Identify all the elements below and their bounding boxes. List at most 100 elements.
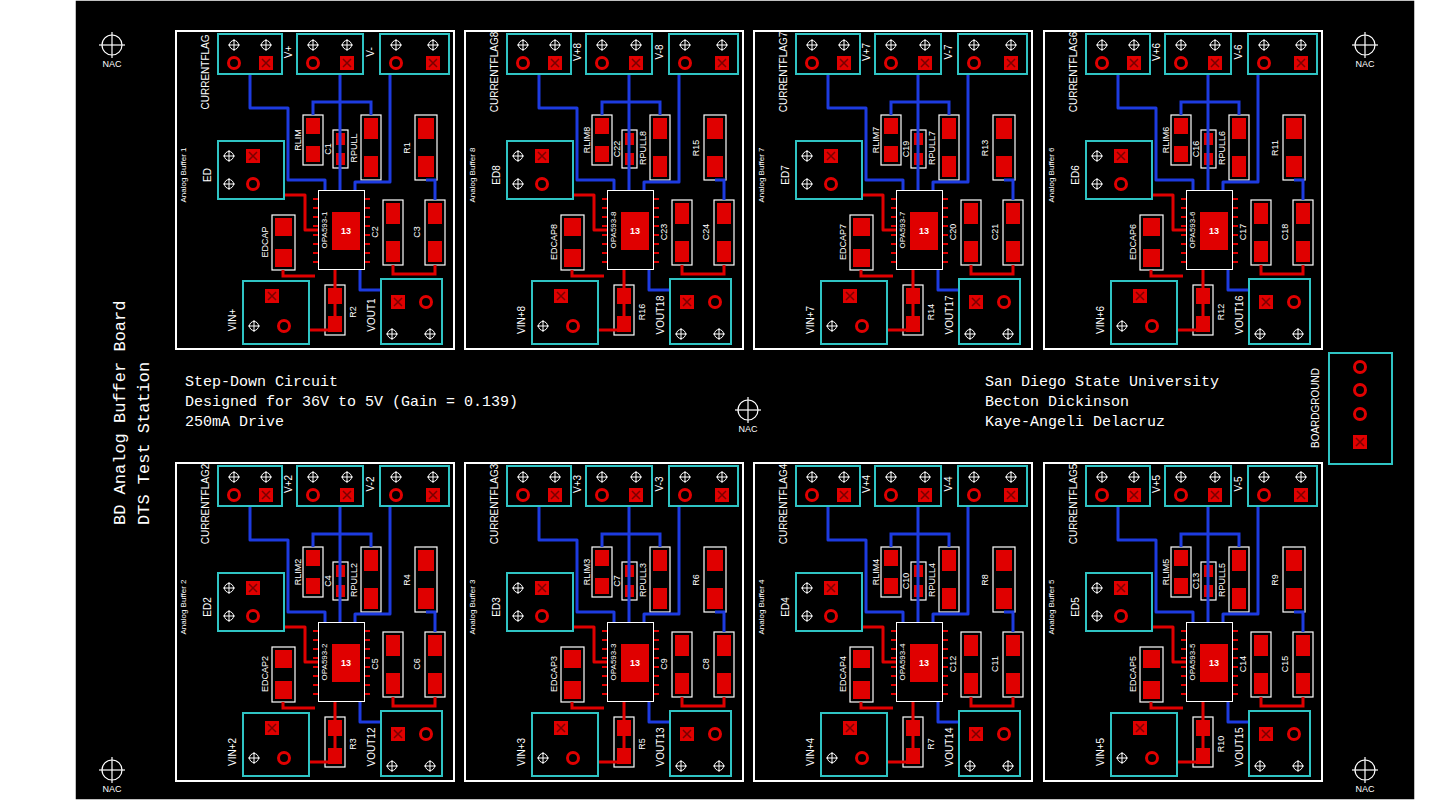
copper-trace [574, 627, 607, 662]
smd-pad [306, 550, 320, 566]
ic-pin [602, 252, 607, 254]
pad-cross [974, 39, 975, 51]
mount-pad [1002, 328, 1014, 340]
mount-pad [228, 471, 240, 483]
smd-pad [964, 635, 978, 656]
silkscreen-outline [361, 547, 381, 612]
round-pad [826, 611, 837, 622]
square-pad-body [680, 727, 694, 741]
copper-trace [360, 270, 380, 290]
square-pad [843, 721, 857, 735]
smd-pad [428, 635, 442, 656]
round-pad [279, 321, 290, 332]
mount-pad [1128, 39, 1140, 51]
ic-pin [313, 693, 318, 695]
square-pad [969, 295, 983, 309]
mount-pad [1258, 471, 1270, 483]
pad-cross [1122, 320, 1123, 332]
thermal-pad [1200, 644, 1228, 682]
smd-pad [364, 156, 378, 177]
pad-cross [347, 471, 348, 483]
smd-pad [964, 673, 978, 694]
square-pad-body [265, 721, 279, 735]
smd-pad [1174, 578, 1188, 594]
square-pad [391, 727, 405, 741]
ic-pin [365, 207, 370, 209]
silkscreen-outline [1140, 647, 1163, 702]
part-label: R2 [349, 306, 358, 318]
smd-pad [364, 550, 378, 571]
opamp-chip: OPA593-513 [1186, 622, 1233, 702]
square-pad-mark [840, 59, 848, 67]
part-label: C5 [371, 658, 380, 670]
smd-pad [1143, 650, 1160, 668]
smd-pad [1143, 249, 1160, 267]
terminal-connector: VIN+7 [820, 280, 888, 345]
square-pad-body [535, 149, 549, 163]
ic-pin [891, 198, 896, 200]
silkscreen-outline [561, 215, 584, 270]
square-pad-body [629, 56, 643, 70]
pad-cross [891, 471, 892, 483]
part-label: R14 [927, 304, 936, 321]
mount-pad [424, 760, 436, 772]
square-pad [629, 56, 643, 70]
resistor-symbol [650, 547, 670, 612]
mount-pad [1128, 471, 1140, 483]
buffer-section: Analog Buffer 8CURRENTFLAG8V+8V-8ED8OPA5… [464, 30, 744, 350]
square-pad-mark [846, 292, 854, 300]
square-pad-body [1133, 721, 1147, 735]
part-label: C9 [660, 658, 669, 670]
mount-pad [801, 582, 813, 594]
ic-footprint [891, 199, 948, 262]
mount-pad [1258, 39, 1270, 51]
resistor-symbol [881, 115, 901, 165]
terminal-connector: CURRENTFLAG8 [506, 33, 572, 75]
mount-pad [596, 39, 608, 51]
square-pad [680, 295, 694, 309]
round-pad [597, 58, 608, 69]
buffer-section: Analog Buffer 4CURRENTFLAG4V+4V-4ED4OPA5… [753, 462, 1033, 782]
terminal-connector: V-2 [379, 465, 450, 507]
pad-cross [234, 471, 235, 483]
part-name: OPA593-3 [610, 644, 618, 681]
square-pad-mark [1262, 298, 1270, 306]
copper-trace [863, 627, 896, 662]
terminal-connector: ED7 [795, 140, 863, 200]
smd-pad [996, 118, 1012, 139]
ic-pin [313, 243, 318, 245]
silkscreen-outline [1229, 115, 1249, 180]
opamp-chip: OPA593-613 [1186, 190, 1233, 270]
square-pad-body [1294, 488, 1308, 502]
square-pad [548, 56, 562, 70]
square-pad-mark [972, 298, 980, 306]
square-pad [554, 721, 568, 735]
round-pad [807, 58, 818, 69]
silkscreen-outline [425, 632, 445, 697]
square-pad-mark [846, 724, 854, 732]
smd-pad [418, 550, 434, 571]
resistor-symbol [303, 547, 323, 597]
copper-trace [539, 75, 614, 190]
ic-pin [365, 639, 370, 641]
square-pad-mark [1136, 292, 1144, 300]
connector-label: BOARDGROUND [1311, 368, 1321, 448]
pad-cross [396, 39, 397, 51]
smd-pad [717, 635, 731, 656]
terminal-connector: VOUT17 [958, 278, 1021, 345]
mount-pad [919, 39, 931, 51]
square-pad-body [1208, 56, 1222, 70]
part-label: C10 [902, 573, 911, 590]
part-name: OPA593-8 [610, 212, 618, 249]
copper-trace [310, 270, 335, 330]
part-label: R1 [403, 142, 412, 154]
resistor-symbol [704, 115, 726, 180]
silkscreen-outline [425, 200, 445, 265]
part-label: C12 [949, 656, 958, 673]
square-pad [246, 149, 260, 163]
pin-number: 13 [630, 659, 640, 668]
square-pad-body [1114, 581, 1128, 595]
square-pad [680, 727, 694, 741]
smd-pad [564, 681, 581, 699]
pad-cross [681, 328, 682, 340]
